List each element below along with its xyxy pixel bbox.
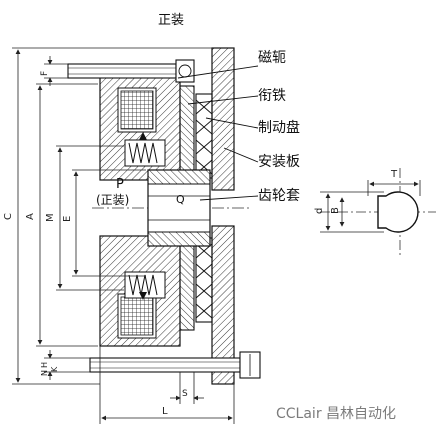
- drawing-title: 正装: [158, 13, 184, 28]
- dim-label-t: T: [390, 169, 398, 180]
- dim-label-s: S: [182, 389, 188, 399]
- dim-label-l: L: [162, 406, 168, 417]
- callout-yoke: 磁轭: [258, 50, 286, 66]
- callout-armature: 衔铁: [258, 88, 286, 104]
- yoke: [99, 69, 181, 347]
- dimension-labels: C A M E F N H K L S T d B: [3, 71, 398, 417]
- center-sublabel: (正装): [96, 193, 129, 207]
- center-label-p: P: [116, 177, 124, 192]
- callout-mounting-plate: 安装板: [258, 154, 300, 170]
- callout-gear-sleeve: 齿轮套: [258, 188, 300, 204]
- callout-brake-disc: 制动盘: [258, 119, 300, 136]
- dim-label-d: d: [314, 208, 325, 214]
- dim-label-k: K: [50, 366, 59, 372]
- bore-label-q: Q: [176, 193, 185, 206]
- dim-label-n: N: [40, 370, 49, 376]
- gear-sleeve: [147, 169, 211, 247]
- dimension-lines: [12, 47, 235, 424]
- keyed-bore-view: [320, 168, 436, 258]
- dim-label-h: H: [40, 362, 49, 368]
- callout-leaders: [177, 65, 259, 201]
- dim-label-c: C: [3, 213, 14, 220]
- callout-labels: 磁轭 衔铁 制动盘 安装板 齿轮套: [258, 50, 300, 204]
- bolt-bottom: [89, 351, 261, 379]
- dim-label-a: A: [25, 213, 36, 220]
- dim-label-b: B: [330, 207, 341, 214]
- dim-label-f: F: [40, 71, 50, 76]
- dim-label-e: E: [62, 216, 73, 222]
- mounting-plate: [211, 47, 235, 385]
- dim-label-m: M: [45, 213, 56, 222]
- watermark: CCLair 昌林自动化: [276, 406, 396, 422]
